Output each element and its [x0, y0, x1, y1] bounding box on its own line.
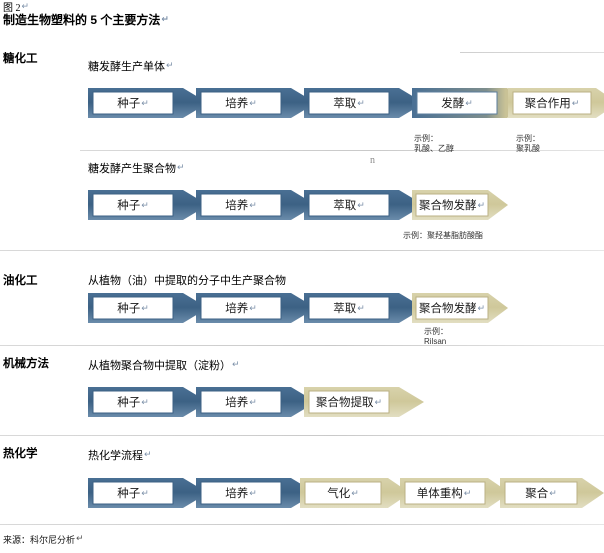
row-caption-mechanical-extract: 从植物聚合物中提取（淀粉）↵ — [88, 359, 240, 372]
flow-step-seed[interactable]: 种子↵ — [88, 474, 208, 512]
flow-step-seed[interactable]: 种子↵ — [88, 289, 208, 327]
source-note: 来源：科尔尼分析↵ — [3, 533, 84, 545]
note-polymer-fermentation-example: 示例：聚羟基脂肪酸酯 — [403, 231, 483, 240]
divider-section-sugar — [0, 250, 604, 251]
section-label-oil-chemistry: 油化工 — [3, 275, 38, 287]
flow-step-extraction[interactable]: 萃取↵ — [304, 186, 424, 224]
flow-step-polymerization[interactable]: 聚合作用↵ — [508, 84, 604, 122]
flow-step-culture[interactable]: 培养↵ — [196, 289, 316, 327]
row-caption-sugar-polymer: 糖发酵产生聚合物↵ — [88, 162, 185, 175]
flow-step-seed[interactable]: 种子↵ — [88, 383, 208, 421]
section-label-thermochemistry: 热化学 — [3, 448, 38, 460]
flow-step-culture[interactable]: 培养↵ — [196, 383, 316, 421]
n-mark: n — [370, 155, 375, 166]
flow-step-seed[interactable]: 种子↵ — [88, 84, 208, 122]
section-label-mechanical-method: 机械方法 — [3, 358, 49, 370]
row-caption-oil-polymer: 从植物（油）中提取的分子中生产聚合物 — [88, 275, 286, 287]
flow-step-culture[interactable]: 培养↵ — [196, 186, 316, 224]
flow-step-extraction[interactable]: 萃取↵ — [304, 84, 424, 122]
flow-step-extraction[interactable]: 萃取↵ — [304, 289, 424, 327]
note-rilsan-example: 示例： Rilsan — [424, 327, 448, 346]
flow-step-monomer-reconstruction[interactable]: 单体重构↵ — [400, 474, 510, 512]
flow-step-seed[interactable]: 种子↵ — [88, 186, 208, 224]
note-fermentation-example: 示例： 乳酸、乙醇 — [414, 134, 454, 153]
row-caption-thermochemical-flow: 热化学流程↵ — [88, 449, 152, 462]
flow-step-polymer-extraction[interactable]: 聚合物提取↵ — [304, 383, 424, 421]
flow-step-culture[interactable]: 培养↵ — [196, 84, 316, 122]
section-label-sugar-chemistry: 糖化工 — [3, 53, 38, 65]
flow-step-gasification[interactable]: 气化↵ — [300, 474, 410, 512]
row-caption-sugar-monomer: 糖发酵生产单体↵ — [88, 60, 174, 73]
flow-step-polymerize[interactable]: 聚合↵ — [500, 474, 604, 512]
flow-step-polymer-fermentation[interactable]: 聚合物发酵↵ — [412, 289, 508, 327]
flow-step-culture[interactable]: 培养↵ — [196, 474, 316, 512]
figure-number: 图 2↵ — [3, 1, 30, 14]
figure-title: 制造生物塑料的 5 个主要方法↵ — [3, 13, 169, 27]
divider-section-oil — [0, 345, 604, 346]
flow-step-polymer-fermentation[interactable]: 聚合物发酵↵ — [412, 186, 508, 224]
divider-top-right — [460, 52, 604, 53]
divider-section-mechanical — [0, 435, 604, 436]
divider-footer — [0, 524, 604, 525]
note-polymerization-example: 示例： 聚乳酸 — [516, 134, 540, 153]
divider-row-1 — [80, 150, 604, 151]
